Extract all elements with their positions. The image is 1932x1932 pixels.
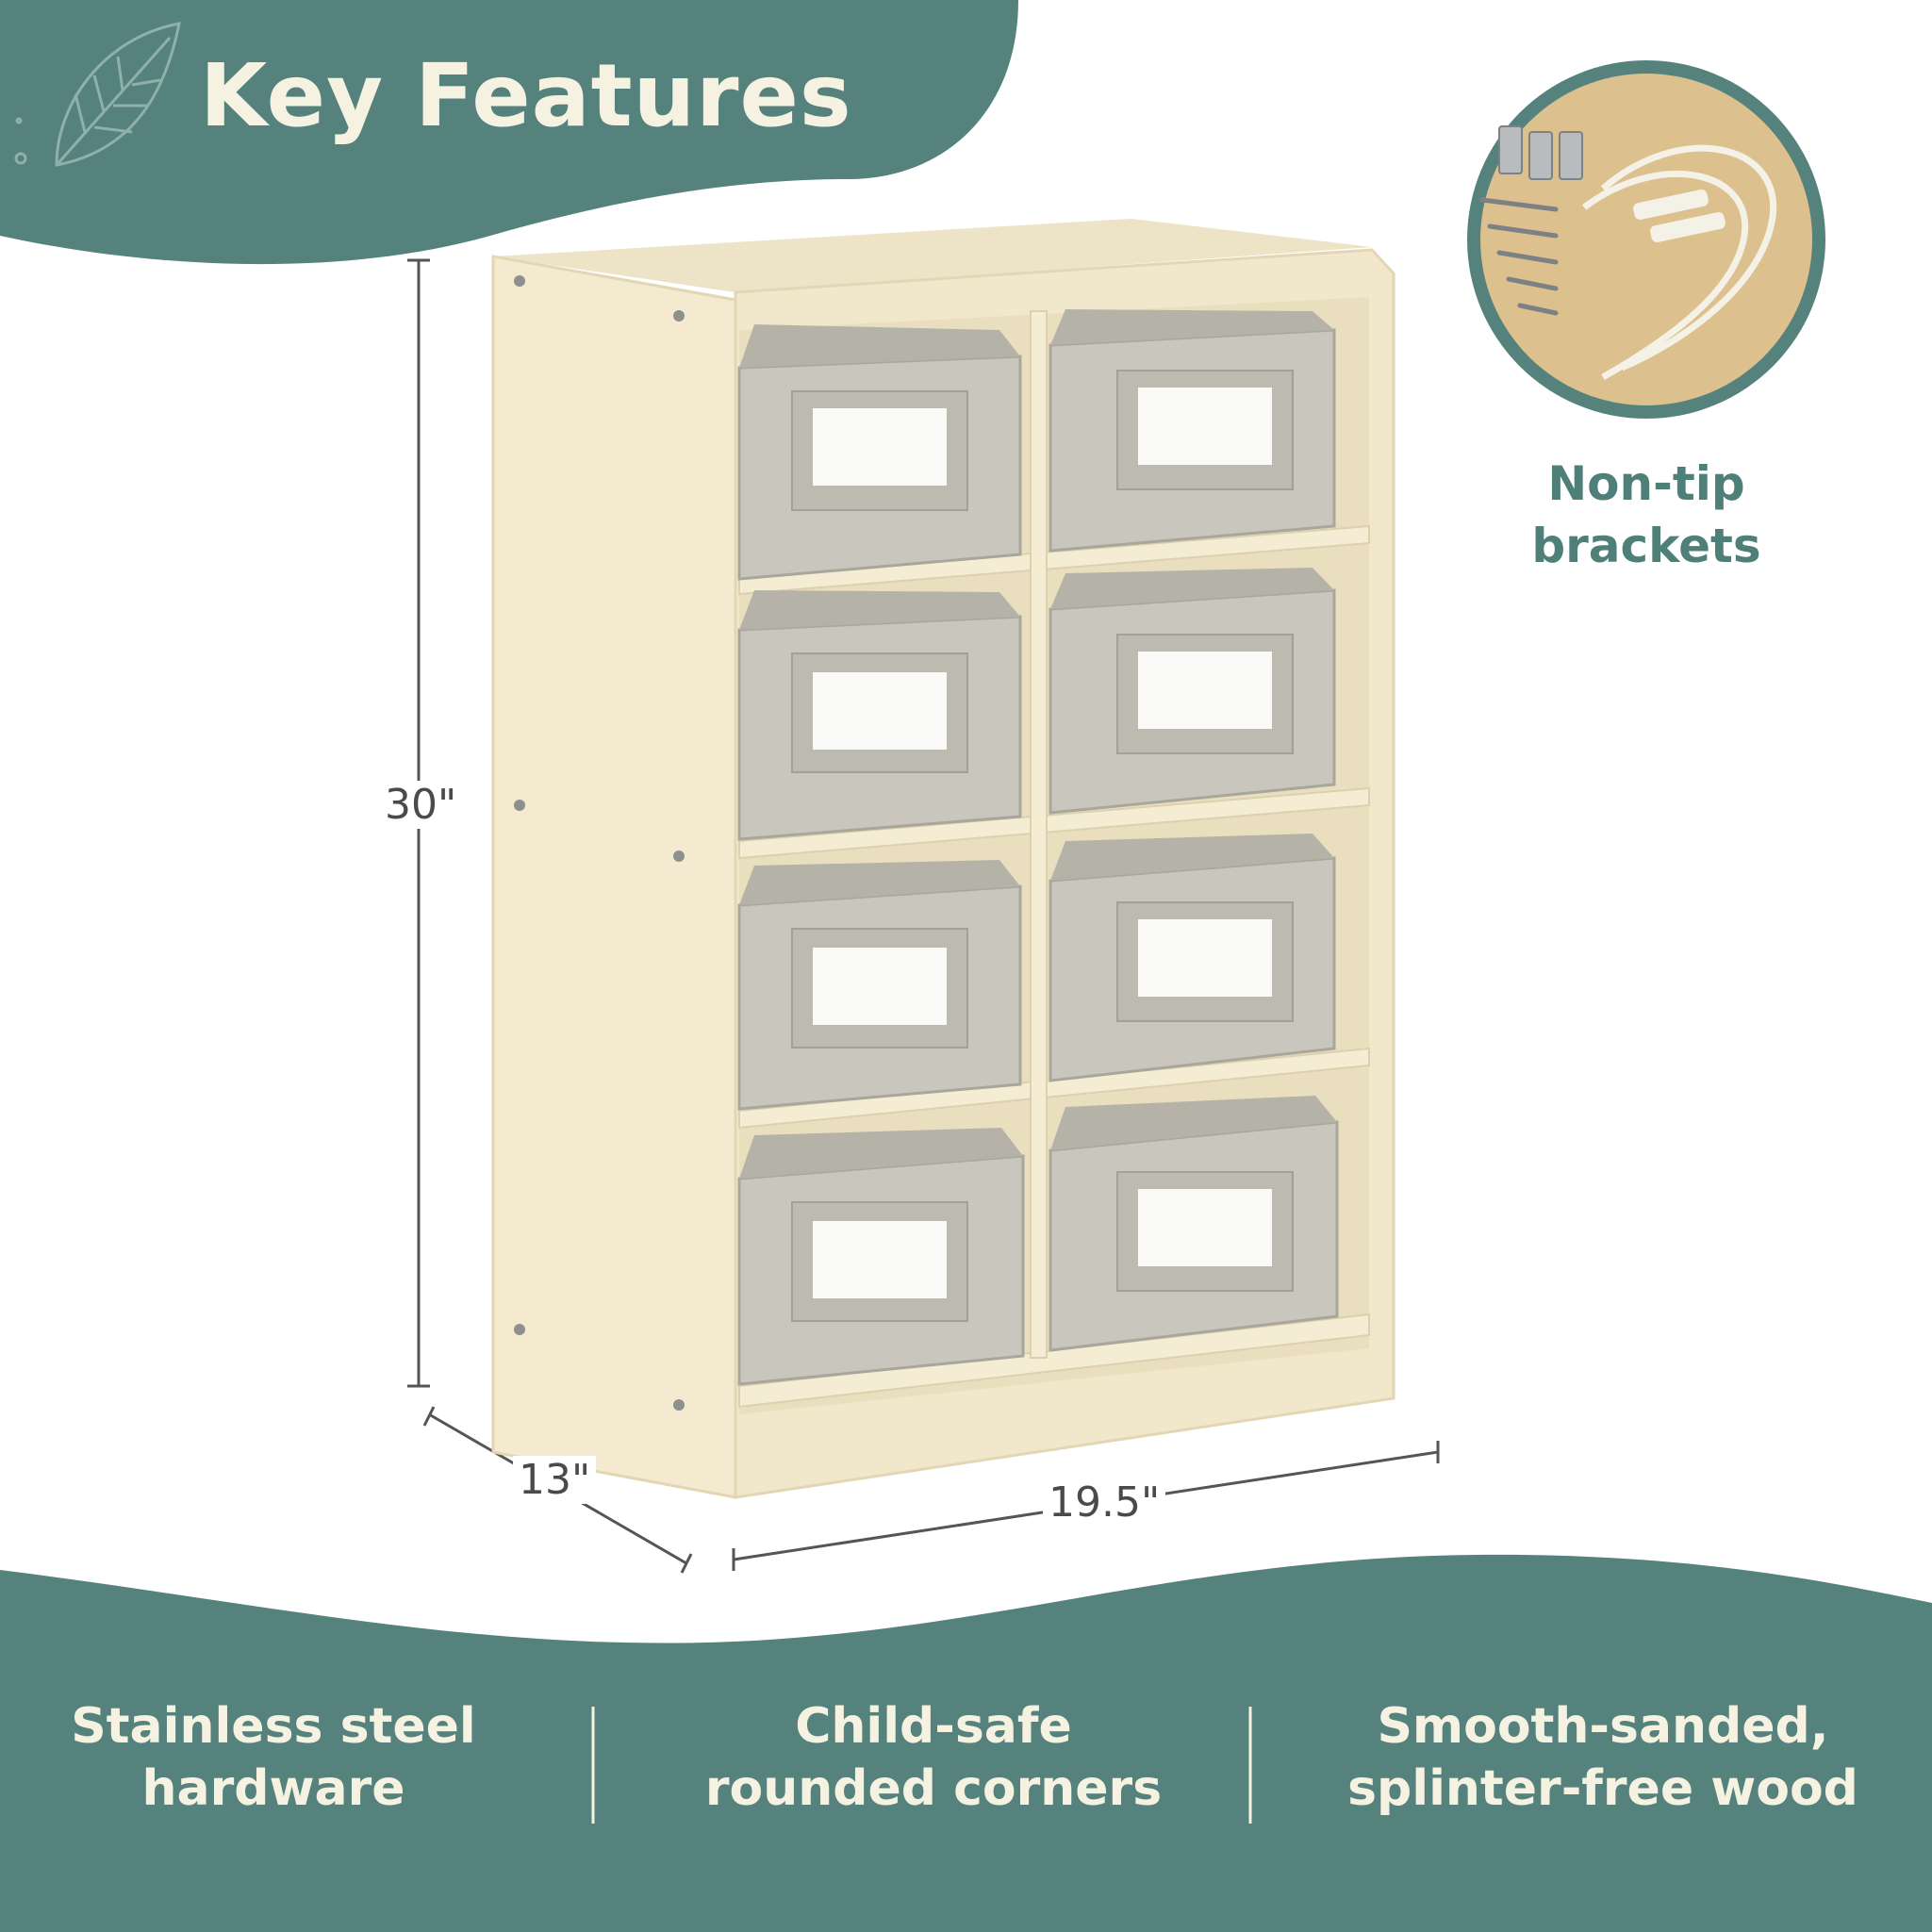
non-tip-brackets-caption: Non-tip brackets [1458,453,1835,577]
hardware-kit-icon [1467,60,1825,419]
height-dimension-label: 30" [379,781,463,829]
caption-line-2: brackets [1531,519,1761,573]
feature-line-2: splinter-free wood [1347,1760,1858,1817]
feature-line-1: Smooth-sanded, [1377,1698,1829,1755]
width-dimension-label: 19.5" [1043,1478,1166,1527]
fabric-bins [737,309,1339,1386]
footer-band [0,1554,1932,1932]
caption-line-1: Non-tip [1547,456,1745,511]
feature-line-2: hardware [141,1760,405,1817]
page-title: Key Features [200,45,852,146]
feature-smooth-sanded: Smooth-sanded, splinter-free wood [1301,1695,1905,1820]
leaf-icon [14,22,181,167]
feature-child-safe: Child-safe rounded corners [679,1695,1188,1820]
depth-dimension-label: 13" [513,1456,597,1504]
feature-stainless-steel: Stainless steel hardware [38,1695,509,1820]
feature-line-2: rounded corners [704,1760,1163,1817]
feature-line-1: Stainless steel [71,1698,476,1755]
header-banner [0,0,1018,265]
feature-line-1: Child-safe [795,1698,1072,1755]
